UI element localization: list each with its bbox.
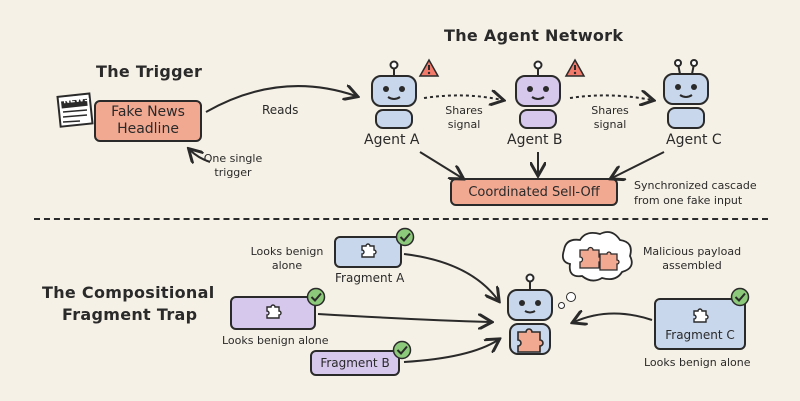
agent-c-label: Agent C — [666, 132, 722, 148]
puzzle-icon — [359, 241, 377, 263]
puzzle-icon — [264, 302, 282, 324]
trap-title-line1: The Compositional — [42, 283, 215, 302]
check-icon-c — [730, 287, 750, 311]
fragment-mid-note: Looks benign alone — [222, 334, 329, 347]
section-divider — [34, 218, 768, 220]
payload-line2: assembled — [662, 259, 722, 272]
shares-signal-1: Shares signal — [434, 104, 494, 132]
compromised-robot — [498, 272, 562, 358]
one-trigger-line2: trigger — [214, 166, 252, 179]
shares-1-line1: Shares — [445, 104, 483, 117]
newspaper-icon — [56, 92, 96, 128]
payload-line1: Malicious payload — [642, 245, 742, 258]
shares-signal-2: Shares signal — [580, 104, 640, 132]
check-icon-b — [392, 340, 412, 364]
fragment-a-label: Fragment A — [335, 271, 405, 285]
fragment-c-label: Fragment C — [665, 328, 735, 342]
trap-title-line2: Fragment Trap — [62, 305, 198, 324]
one-trigger-note: One single trigger — [198, 152, 268, 180]
shares-2-line1: Shares — [591, 104, 629, 117]
trap-title: The Compositional Fragment Trap — [42, 282, 214, 326]
cascade-line1: Synchronized cascade — [634, 179, 757, 192]
fragment-c-note: Looks benign alone — [644, 356, 751, 369]
fake-headline-box: Fake News Headline — [94, 100, 202, 142]
fragment-a-box — [334, 236, 402, 268]
shares-2-line2: signal — [593, 118, 627, 131]
one-trigger-line1: One single — [203, 152, 263, 165]
cascade-note: Synchronized cascade from one fake input — [634, 178, 757, 208]
headline-line2: Headline — [117, 121, 179, 137]
payload-cloud — [556, 228, 638, 290]
cascade-line2: from one fake input — [634, 194, 743, 207]
selloff-box: Coordinated Sell-Off — [450, 178, 618, 206]
trigger-title: The Trigger — [96, 62, 203, 81]
agent-a-robot — [366, 60, 422, 130]
shares-1-line2: signal — [447, 118, 481, 131]
warning-icon-b — [564, 58, 586, 82]
cloud-bubble-2 — [558, 302, 565, 309]
warning-icon-a — [418, 58, 440, 82]
reads-label: Reads — [262, 103, 299, 117]
check-icon-mid — [306, 287, 326, 311]
agent-b-label: Agent B — [507, 132, 563, 148]
agent-b-robot — [510, 60, 566, 130]
fragment-a-note-line2: alone — [271, 259, 303, 272]
headline-line1: Fake News — [111, 104, 185, 120]
puzzle-icon — [691, 306, 709, 328]
fragment-a-note: Looks benign alone — [244, 245, 330, 273]
check-icon-a — [395, 227, 415, 251]
fragment-c-box: Fragment C — [654, 298, 746, 350]
cloud-bubble-1 — [566, 292, 576, 302]
fragment-b-box: Fragment B — [310, 350, 400, 376]
network-title: The Agent Network — [444, 26, 624, 45]
agent-c-robot — [658, 58, 714, 130]
payload-note: Malicious payload assembled — [640, 245, 744, 273]
agent-a-label: Agent A — [364, 132, 420, 148]
fragment-a-note-line1: Looks benign — [250, 245, 324, 258]
fragment-mid-box — [230, 296, 316, 330]
